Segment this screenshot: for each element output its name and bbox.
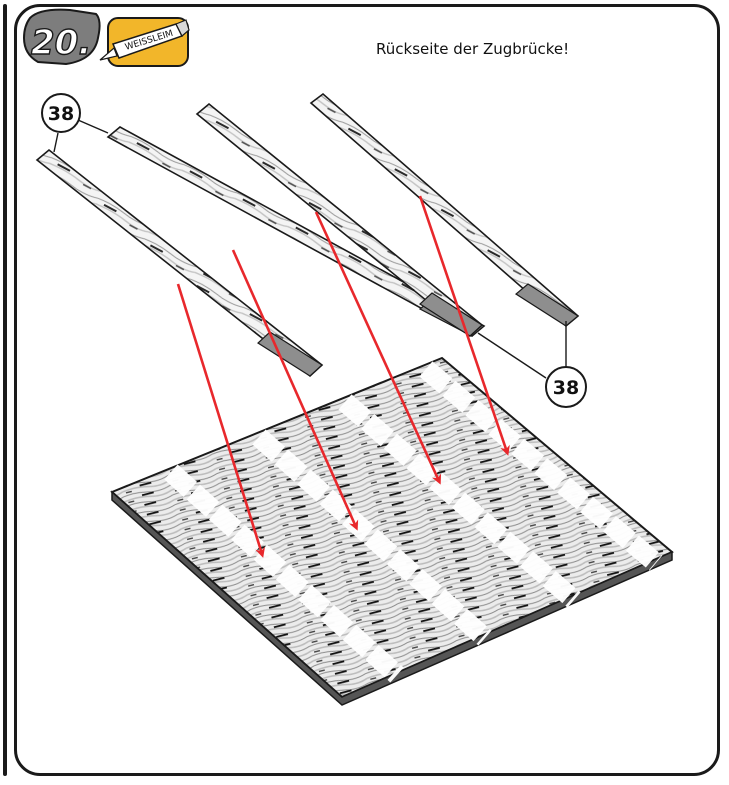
plank-3 [195,102,484,338]
placement-arrows [176,195,510,558]
callout-label-bottom: 38 [553,377,579,399]
callout-part-38-top: 38 [41,93,109,153]
plank-4 [309,92,580,328]
step-caption: Rückseite der Zugbrücke! [376,40,570,58]
arrow-3 [314,211,442,485]
drawbridge-base [110,356,674,706]
step-number-badge: 20. [22,8,101,66]
glue-tube-icon: WEISSLEIM [99,19,190,61]
step-number: 20. [31,23,91,63]
callout-part-38-bottom: 38 [477,321,587,408]
glue-strip-lanes [164,361,663,683]
arrow-1 [176,283,265,558]
arrow-4 [418,195,510,456]
plank-1 [35,148,324,378]
left-edge-rule [3,4,7,776]
arrow-2 [231,249,359,531]
callout-label-top: 38 [48,103,74,125]
glue-badge: WEISSLEIM [99,17,190,67]
